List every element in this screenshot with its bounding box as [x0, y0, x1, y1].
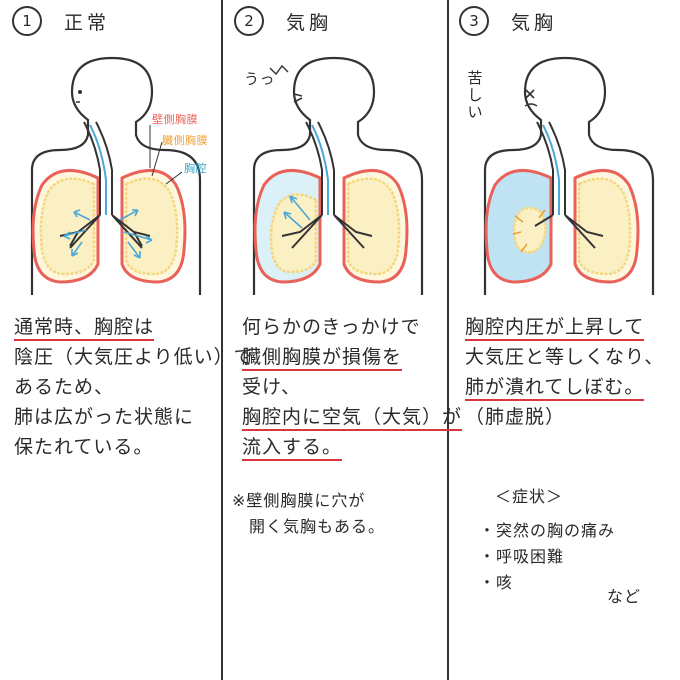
lung-diagram-normal	[30, 56, 202, 295]
panel-title: 気胸	[286, 11, 333, 34]
text-line: （肺虚脱）	[465, 406, 566, 428]
panel-number: 1	[12, 6, 42, 36]
compression-arrows	[512, 209, 546, 253]
note-line: 開く気胸もある。	[232, 517, 386, 536]
symptom-item: ・呼吸困難	[479, 547, 565, 566]
text-line: 保たれている。	[14, 436, 154, 458]
exclamation: 苦しい	[467, 69, 483, 121]
text-line: 肺は広がった状態に	[14, 406, 195, 428]
panel-title: 正常	[64, 11, 111, 34]
panel-header: 3 気胸	[459, 5, 557, 37]
symptom-item: ・突然の胸の痛み	[479, 521, 616, 540]
note: ※壁側胸膜に穴が 開く気胸もある。	[232, 488, 385, 540]
text-line: 胸腔内に空気（大気）が	[242, 402, 463, 432]
lung-right	[346, 177, 401, 276]
text-line: 臓側胸膜が損傷を	[242, 342, 462, 372]
trachea	[83, 121, 113, 215]
panel-header: 2 気胸	[234, 5, 332, 37]
lung-right	[577, 177, 632, 276]
symptoms-etc: など	[607, 587, 642, 606]
symptom-item: ・咳	[479, 573, 514, 592]
text-line: 受け、	[242, 376, 302, 398]
note-line: ※壁側胸膜に穴が	[232, 491, 366, 510]
panel-number: 2	[234, 6, 264, 36]
text-line: 通常時、胸腔は	[14, 312, 254, 342]
text-line: あるため、	[14, 376, 115, 398]
lung-diagram-collapse	[483, 56, 655, 295]
panel-title: 気胸	[511, 11, 558, 34]
panel-divider	[221, 0, 223, 680]
text-line: 何らかのきっかけで	[242, 316, 421, 338]
body-outline	[252, 56, 424, 295]
panel-lung-collapse: 3 気胸 苦しい 胸腔内圧が上昇して 大気圧と等しくなり、 肺が潰れてしぼむ。 …	[449, 0, 680, 680]
text-line: 胸腔内圧が上昇して	[465, 312, 664, 342]
collapsed-lung-left	[512, 206, 547, 254]
lung-left	[39, 177, 96, 276]
description-normal: 通常時、胸腔は 陰圧（大気圧より低い）で あるため、 肺は広がった状態に 保たれ…	[14, 312, 254, 462]
panel-pneumothorax-onset: 2 気胸 うっ 何らかのきっかけで 臓側胸膜が損傷を 受け、 胸腔内に空気（大気…	[222, 0, 463, 680]
eye-icon	[78, 90, 82, 94]
air-leak-arrows	[283, 195, 311, 229]
panel-header: 1 正常	[12, 5, 110, 37]
text-line: 肺が潰れてしぼむ。	[465, 372, 664, 402]
lung-right	[124, 177, 179, 276]
symptoms-list: ・突然の胸の痛み ・呼吸困難 ・咳	[479, 518, 615, 596]
panel-divider	[447, 0, 449, 680]
lung-diagram-air-entry	[252, 56, 424, 295]
description-collapse: 胸腔内圧が上昇して 大気圧と等しくなり、 肺が潰れてしぼむ。 （肺虚脱）	[465, 312, 664, 432]
description-air-entry: 何らかのきっかけで 臓側胸膜が損傷を 受け、 胸腔内に空気（大気）が 流入する。	[242, 312, 463, 462]
text-line: 大気圧と等しくなり、	[465, 346, 665, 368]
symptoms-heading: ＜症状＞	[495, 487, 564, 506]
panel-number: 3	[459, 6, 489, 36]
text-line: 陰圧（大気圧より低い）で	[14, 346, 254, 368]
label-parietal-pleura: 壁側胸膜	[152, 113, 198, 126]
text-line: 流入する。	[242, 432, 462, 462]
exclamation: うっ	[244, 70, 276, 88]
label-visceral-pleura: 臓側胸膜	[162, 134, 208, 147]
body-outline	[30, 56, 202, 295]
air-flow-arrows	[63, 209, 153, 259]
panel-normal: 1 正常 壁側胸膜 臓側胸膜 胸腔	[0, 0, 253, 680]
body-outline	[483, 56, 655, 295]
label-pleural-cavity: 胸腔	[184, 162, 207, 175]
